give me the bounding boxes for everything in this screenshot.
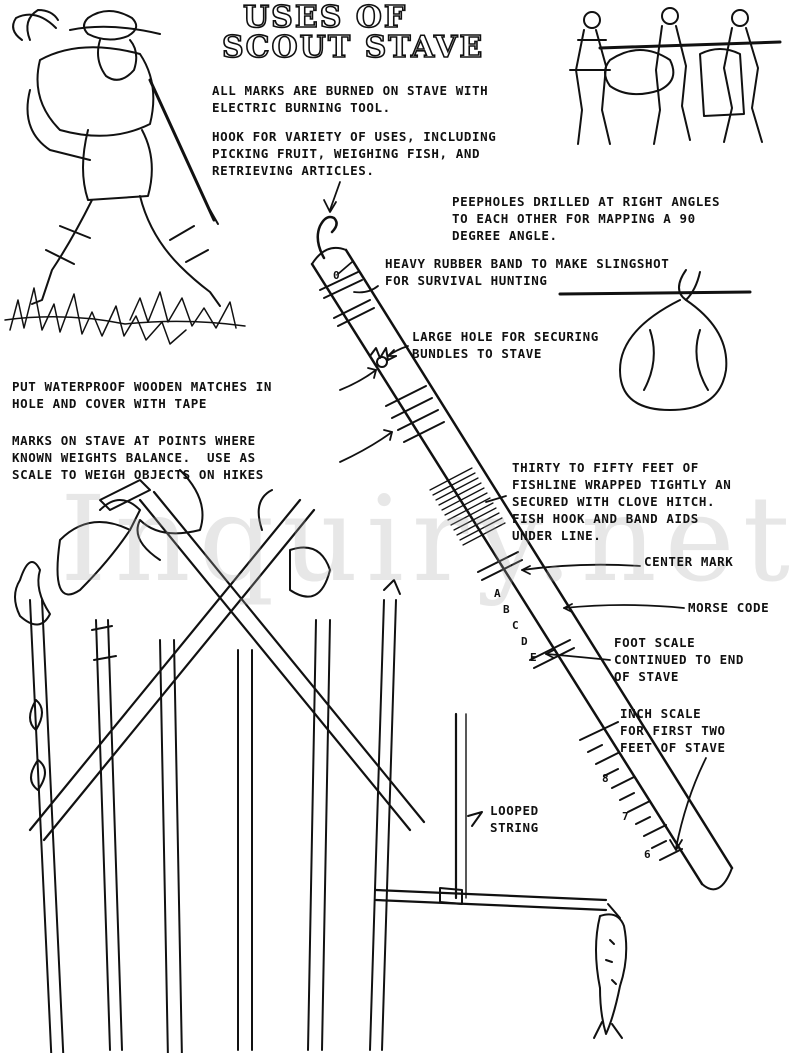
label-peepholes: PEEPHOLES DRILLED AT RIGHT ANGLES TO EAC… bbox=[452, 193, 720, 244]
label-weights: MARKS ON STAVE AT POINTS WHERE KNOWN WEI… bbox=[12, 432, 264, 483]
label-morse-code: MORSE CODE bbox=[688, 599, 769, 616]
morse-letter-e: E bbox=[530, 649, 537, 666]
label-fishline: THIRTY TO FIFTY FEET OF FISHLINE WRAPPED… bbox=[512, 459, 731, 544]
label-rubber-band: HEAVY RUBBER BAND TO MAKE SLINGSHOT FOR … bbox=[385, 255, 669, 289]
label-foot-scale: FOOT SCALE CONTINUED TO END OF STAVE bbox=[614, 634, 744, 685]
diagram-title-line2: SCOUT STAVE bbox=[222, 32, 484, 64]
scale-number-6: 6 bbox=[644, 846, 651, 863]
label-hook: HOOK FOR VARIETY OF USES, INCLUDING PICK… bbox=[212, 128, 496, 179]
morse-letter-c: C bbox=[512, 617, 519, 634]
scale-number-8: 8 bbox=[602, 770, 609, 787]
label-center-mark: CENTER MARK bbox=[644, 553, 733, 570]
morse-letter-b: B bbox=[503, 601, 510, 618]
scale-number-7: 7 bbox=[622, 808, 629, 825]
scouts-carrying-pack-illustration bbox=[570, 8, 780, 144]
stave-collection-illustration bbox=[15, 470, 424, 1053]
hiking-scout-illustration bbox=[5, 10, 245, 344]
morse-letter-a: A bbox=[494, 585, 501, 602]
label-large-hole: LARGE HOLE FOR SECURING BUNDLES TO STAVE bbox=[412, 328, 599, 362]
label-matches: PUT WATERPROOF WOODEN MATCHES IN HOLE AN… bbox=[12, 378, 272, 412]
label-burned-marks: ALL MARKS ARE BURNED ON STAVE WITH ELECT… bbox=[212, 82, 488, 116]
label-looped-string: LOOPED STRING bbox=[490, 802, 539, 836]
stave-top-mark: 0 bbox=[333, 267, 340, 284]
morse-letter-d: D bbox=[521, 633, 528, 650]
balance-scale-illustration bbox=[376, 714, 626, 1038]
label-inch-scale: INCH SCALE FOR FIRST TWO FEET OF STAVE bbox=[620, 705, 726, 756]
